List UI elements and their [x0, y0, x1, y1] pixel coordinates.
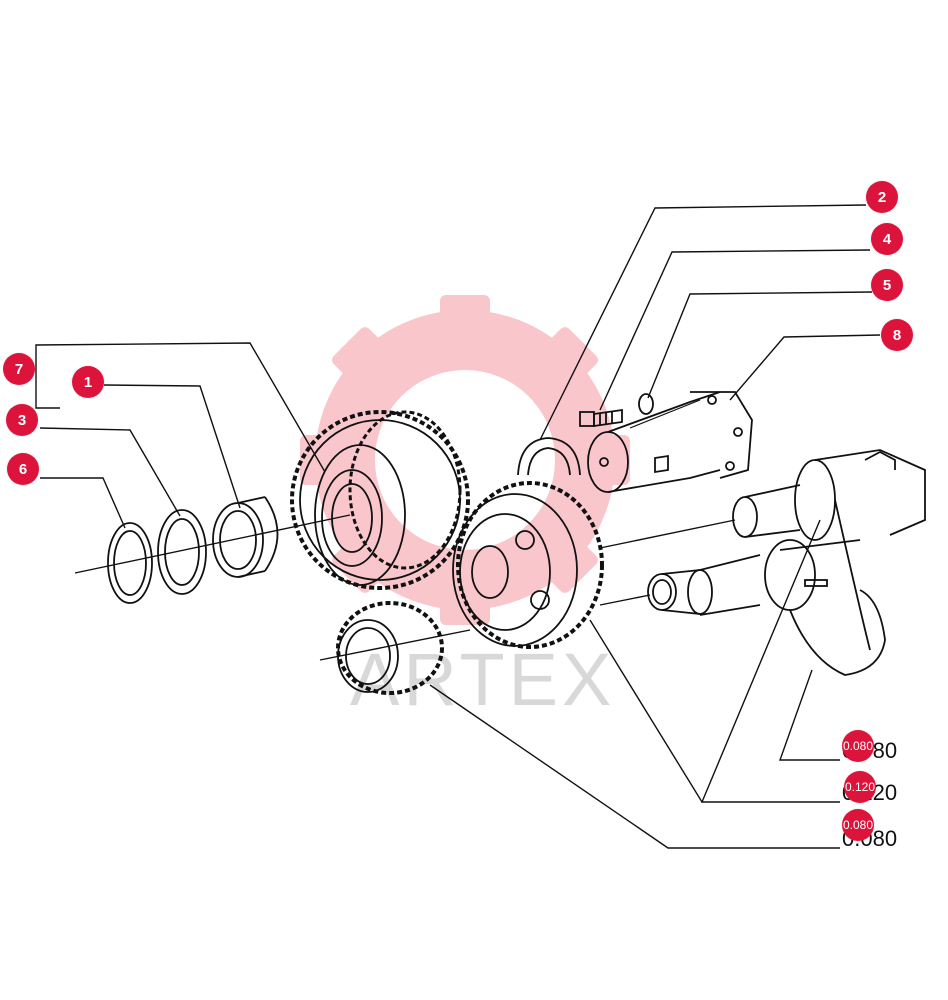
part-small-gear [336, 601, 444, 695]
part-flange-8 [587, 391, 753, 493]
clearance-badge-1[interactable]: 0.080 [842, 730, 874, 762]
callout-6[interactable]: 6 [7, 453, 39, 485]
callout-4[interactable]: 4 [871, 223, 903, 255]
clearance-badge-3[interactable]: 0.080 [842, 809, 874, 841]
part-half-washer-2 [517, 437, 581, 476]
part-large-gear-7 [290, 410, 470, 590]
callout-8[interactable]: 8 [881, 319, 913, 351]
clearance-badge-2[interactable]: 0.120 [844, 771, 876, 803]
parts-drawing [74, 391, 926, 695]
part-mid-gear [452, 481, 604, 649]
leader-lines [35, 204, 881, 849]
part-screw-4 [579, 408, 623, 428]
callout-5[interactable]: 5 [871, 269, 903, 301]
watermark-gear-icon [300, 295, 630, 625]
watermark-text: ARTEX [350, 638, 615, 721]
part-ring-3 [157, 509, 207, 595]
callout-2[interactable]: 2 [866, 181, 898, 213]
callout-1[interactable]: 1 [72, 366, 104, 398]
part-washer-5 [638, 393, 654, 415]
part-camshaft [647, 449, 926, 676]
callout-3[interactable]: 3 [6, 404, 38, 436]
part-ring-6 [107, 522, 153, 604]
callout-7[interactable]: 7 [3, 353, 35, 385]
